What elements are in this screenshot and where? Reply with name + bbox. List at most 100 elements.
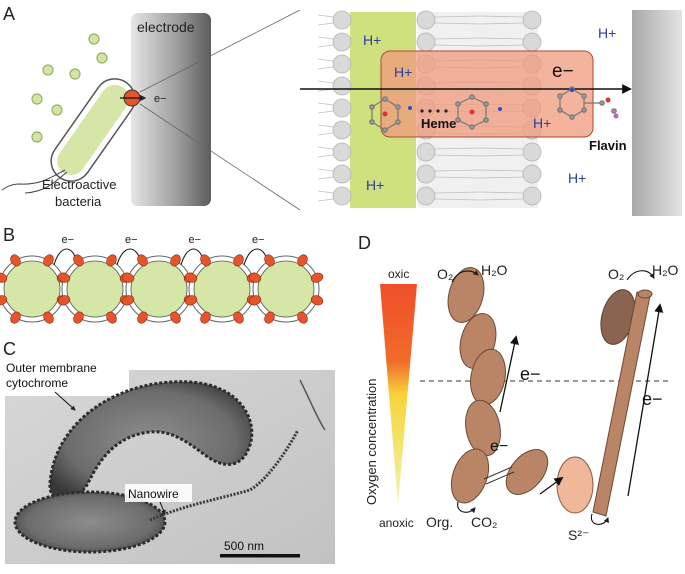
proton-label: H+ — [363, 32, 381, 48]
lipid-tail — [479, 198, 524, 201]
free-flavin-spheres — [31, 33, 108, 143]
lipid-head — [332, 32, 352, 52]
heme-molecule-icon — [369, 94, 502, 133]
lipid-tail — [317, 146, 334, 150]
proton-label: H+ — [598, 25, 616, 41]
lipid-tail — [317, 154, 334, 158]
lipid-head — [332, 142, 352, 162]
zoom-line — [139, 103, 301, 211]
cytochrome — [137, 254, 148, 267]
lipid-tail — [317, 36, 334, 40]
panel-a: A electrode e− Electroactive bacteria — [1, 4, 682, 216]
heme-label: Heme — [421, 116, 456, 131]
arrow-icon — [243, 248, 270, 266]
flagellum — [1, 169, 66, 191]
electron-label-large: e− — [552, 61, 574, 82]
lipid-tail — [317, 190, 334, 194]
electron-label: e− — [125, 234, 138, 246]
lipid-head — [522, 142, 542, 162]
lipid-tail — [317, 176, 334, 180]
proton-labels: H+ H+ H+ H+ H+ H+ — [363, 25, 616, 193]
label-box — [5, 356, 129, 396]
proton-label: H+ — [394, 64, 412, 80]
panel-b-letter: B — [3, 225, 15, 245]
arrow-icon — [539, 476, 564, 495]
lipid-tail — [434, 147, 481, 150]
cytochrome — [310, 295, 324, 306]
lipid-tail — [317, 110, 334, 114]
cytochrome — [10, 254, 21, 267]
lipid-head — [522, 32, 542, 52]
lipid-tail — [479, 191, 524, 194]
lipid-tail — [479, 154, 524, 157]
cytochrome — [43, 311, 54, 324]
cable-bacterium-right — [556, 289, 653, 517]
cytochrome — [184, 272, 198, 283]
proton-label: H+ — [366, 177, 384, 193]
bacteria-label-line2: bacteria — [55, 194, 102, 209]
lipid-tail — [317, 124, 334, 128]
cytochrome — [170, 311, 181, 324]
scalebar — [220, 554, 300, 558]
arrow-icon — [159, 501, 166, 515]
cell-cytoplasm — [3, 260, 61, 318]
cytochrome — [73, 311, 84, 324]
cell-cytoplasm — [257, 260, 315, 318]
lipid-head — [332, 120, 352, 140]
panel-d-letter: D — [358, 233, 371, 253]
arrow-icon — [499, 335, 519, 413]
electroactive-bacterium — [50, 78, 136, 182]
cytochrome — [106, 254, 117, 267]
oxic-label: oxic — [388, 267, 409, 281]
cytochrome — [200, 254, 211, 267]
lipid-tail — [317, 132, 334, 136]
lipid-tail — [434, 44, 481, 47]
electrode-label: electrode — [137, 19, 195, 35]
cytochrome — [57, 272, 71, 283]
lipid-tail — [479, 37, 524, 40]
sulfide-label: S²⁻ — [568, 527, 589, 543]
cytochrome — [10, 311, 21, 324]
cytochrome — [184, 295, 198, 306]
oxygen-gradient-wedge — [380, 284, 417, 505]
cable-bacterium-left — [447, 267, 549, 504]
lipid-head — [416, 186, 436, 206]
lipid-tail — [317, 22, 334, 26]
cytochrome — [121, 272, 135, 283]
cytochrome — [137, 311, 148, 324]
lipid-head — [522, 186, 542, 206]
anoxic-label: anoxic — [379, 516, 414, 530]
electron-label: e− — [189, 234, 202, 246]
electron-label-small: e− — [154, 93, 167, 105]
h2o-label-right: H₂O — [652, 262, 679, 278]
org-label: Org. — [426, 514, 453, 530]
lipid-head — [416, 164, 436, 184]
lipid-tail — [317, 102, 334, 106]
oxygen-axis-label: Oxygen concentration — [364, 379, 379, 505]
o2-label-left: O₂ — [437, 266, 453, 282]
flavin-molecule-icon — [557, 86, 619, 120]
lipid-tail — [317, 58, 334, 62]
panel-a-letter: A — [3, 4, 15, 24]
panel-b: B e−e−e−e− — [0, 225, 324, 324]
cytochrome — [43, 254, 54, 267]
electron-label-d1: e− — [520, 364, 541, 384]
lipid-head — [416, 10, 436, 30]
lipid-tail — [479, 22, 524, 25]
proton-label: H+ — [533, 115, 551, 131]
arrow-icon — [451, 270, 479, 283]
h2o-label-left: H₂O — [481, 262, 508, 278]
cytochrome-complex — [380, 50, 594, 138]
arrow-icon — [54, 391, 76, 411]
cytochrome — [264, 311, 275, 324]
lipid-head — [332, 164, 352, 184]
panel-d: D oxic anoxic Oxygen concentration — [358, 233, 679, 543]
cytochrome — [297, 254, 308, 267]
lipid-tail — [479, 176, 524, 179]
panel-c-letter: C — [3, 339, 16, 359]
arrow-icon — [626, 270, 655, 281]
o2-label-right: O₂ — [608, 266, 624, 282]
electron-label-d3: e− — [642, 389, 663, 409]
lipid-head — [522, 164, 542, 184]
bacteria-label-line1: Electroactive — [42, 177, 116, 192]
